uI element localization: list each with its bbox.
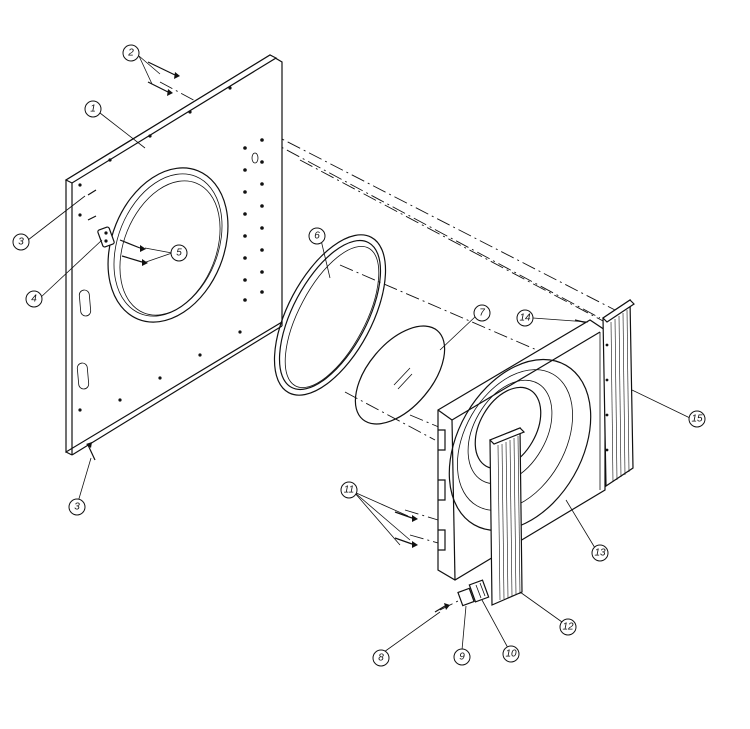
callout-12: 12 <box>559 618 577 636</box>
callout-3-bottom-label: 3 <box>74 502 80 513</box>
callout-11-label: 11 <box>344 485 354 496</box>
callout-4: 4 <box>25 290 43 308</box>
side-trim-right <box>602 298 635 488</box>
callout-12-label: 12 <box>562 622 574 633</box>
callout-1-label: 1 <box>90 104 96 115</box>
callout-1: 1 <box>84 100 102 118</box>
callout-11: 11 <box>340 481 358 499</box>
front-panel-holes <box>78 86 264 412</box>
door-gasket <box>273 234 387 396</box>
callout-4-label: 4 <box>31 294 37 305</box>
callout-15-label: 15 <box>691 414 703 425</box>
side-trim-left-fins <box>497 435 521 601</box>
callouts: 2 1 3 4 5 3 6 7 14 15 11 13 12 8 9 <box>12 44 706 667</box>
leader-lines <box>27 55 691 653</box>
callout-5-label: 5 <box>176 248 182 259</box>
side-trim-right-fins <box>610 309 630 483</box>
callout-15: 15 <box>688 410 706 428</box>
callout-5: 5 <box>170 244 188 262</box>
door-glass <box>354 325 446 425</box>
callout-14: 14 <box>516 309 534 327</box>
callout-7-label: 7 <box>479 308 485 319</box>
callout-6: 6 <box>308 227 326 245</box>
callout-9-label: 9 <box>459 652 465 663</box>
callout-7: 7 <box>473 304 491 322</box>
callout-10: 10 <box>502 645 520 663</box>
callout-13: 13 <box>591 544 609 562</box>
callout-10-label: 10 <box>505 649 517 660</box>
callout-13-label: 13 <box>594 548 606 559</box>
callout-2: 2 <box>122 44 140 62</box>
rear-panel <box>437 319 606 581</box>
callout-14-label: 14 <box>519 313 531 324</box>
callout-3-top: 3 <box>12 233 30 251</box>
callout-3-bottom: 3 <box>68 498 86 516</box>
callout-8-label: 8 <box>378 653 384 664</box>
side-trim-left <box>488 427 526 606</box>
callout-8: 8 <box>372 649 390 667</box>
door-latch <box>457 579 490 607</box>
callout-9: 9 <box>453 648 471 666</box>
callout-2-label: 2 <box>127 48 134 59</box>
callout-3-top-label: 3 <box>18 237 24 248</box>
callout-6-label: 6 <box>314 231 320 242</box>
